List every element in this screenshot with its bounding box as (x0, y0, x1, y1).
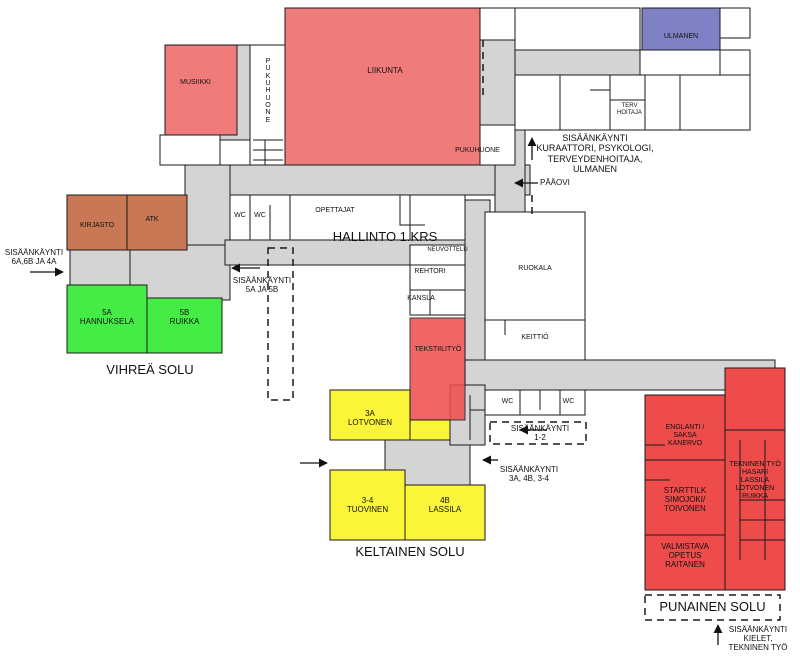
room-opettajat (289, 194, 426, 241)
label-keltainen-solu: KELTAINEN SOLU (355, 544, 465, 559)
room-label-wc3: WC (501, 398, 514, 405)
corridor-south-east (464, 359, 776, 391)
room-white-n2 (514, 7, 641, 51)
room-white-n4 (639, 49, 751, 76)
room-label-pukuhuone-vertical: P U K U H U O N E (265, 58, 271, 124)
room-starttilk (644, 459, 726, 536)
room-white-northwest (159, 134, 221, 166)
room-label-tekninen: TEKNINEN TYÖ HASARI LASSILA LOTVONEN RUI… (729, 461, 781, 501)
room-3a-ext (409, 419, 451, 441)
corridor-north (514, 49, 641, 76)
room-label-terv-hoitaja: TERV HOITAJA (617, 103, 642, 116)
room-5a (66, 284, 148, 354)
room-5b (146, 297, 223, 354)
room-label-neuvottelu: NEUVOTTELU (427, 247, 468, 253)
coloured-rooms (66, 7, 786, 591)
corridor-kirjasto (69, 249, 131, 286)
room-kansla (409, 289, 466, 316)
room-label-wc1: WC (234, 212, 246, 219)
room-musiikki (164, 44, 238, 136)
label-entrance-5a: SISÄÄNKÄYNTI 5A JA 5B (232, 276, 292, 295)
corridor-main-north (184, 164, 531, 196)
room-4b (404, 484, 486, 541)
room-label-kansla: KANSLA (407, 295, 435, 302)
room-label-pukuhuone: PUKUHUONE (455, 147, 500, 154)
room-label-tekstiilityo: TEKSTIILITYÖ (414, 346, 462, 353)
room-wc-south (484, 389, 586, 416)
entrance-dashes (267, 40, 781, 621)
room-ulmanen (641, 7, 721, 51)
room-label-5b: 5B RUIKKA (169, 308, 200, 327)
room-label-atk: ATK (145, 216, 159, 223)
label-punainen-solu: PUNAINEN SOLU (659, 599, 766, 614)
room-ruokala (484, 211, 586, 321)
label-vihrea-solu: VIHREÄ SOLU (106, 362, 194, 377)
entrance-arrows (30, 137, 723, 645)
room-label-5a: 5A HANNUKSELA (79, 308, 135, 327)
room-3a (329, 389, 411, 441)
label-hallinto: HALLINTO 1.KRS (332, 229, 438, 244)
room-label-3-4: 3-4 TUOVINEN (346, 496, 389, 515)
room-label-valmistava: VALMISTAVA OPETUS RAITANEN (661, 542, 709, 570)
entrance-5a-5b-door (267, 247, 294, 401)
label-entrance-3a: SISÄÄNKÄYNTI 3A, 4B, 3-4 (499, 465, 559, 484)
interior-walls (249, 38, 785, 560)
room-label-rehtori: REHTORI (414, 268, 446, 275)
white-rooms (159, 7, 751, 416)
room-label-3a: 3A LOTVONEN (347, 409, 392, 428)
room-label-opettajat: OPETTAJAT (315, 207, 355, 214)
room-label-musiikki: MUSIIKKI (180, 79, 211, 86)
corridor-liikunta-east (479, 39, 516, 136)
room-label-englanti: ENGLANTI / SAKSA KANERVO (665, 424, 705, 448)
label-entrance-1-2: SISÄÄNKÄYNTI 1-2 (510, 424, 570, 443)
room-pukuhuone-vertical (249, 44, 286, 166)
label-paaovi: PÄÄOVI (540, 178, 570, 187)
room-label-starttilk: STARTTILK SIMOJOKI/ TOIVONEN (663, 486, 707, 514)
room-englanti (644, 394, 726, 461)
room-keittio (484, 319, 586, 361)
room-label-ulmanen: ULMANEN (663, 33, 699, 40)
room-valmistava (644, 534, 726, 591)
label-entrance-kuraattori: SISÄÄNKÄYNTI KURAATTORI, PSYKOLOGI, TERV… (536, 133, 654, 175)
room-label-4b: 4B LASSILA (428, 496, 462, 515)
room-label-wc2: WC (254, 212, 266, 219)
room-tekstiilityo (409, 317, 466, 421)
room-liikunta (284, 7, 481, 166)
room-hallinto-small (409, 194, 466, 241)
entrance-punainen-door (644, 594, 781, 621)
room-white-n3 (719, 7, 751, 39)
room-rehtori (409, 264, 466, 291)
room-label-kirjasto: KIRJASTO (79, 222, 115, 229)
label-entrance-kielet: SISÄÄNKÄYNTI KIELET, TEKNINEN TYÖ (728, 625, 788, 653)
room-label-liikunta: LIIKUNTA (367, 66, 403, 75)
room-white-n1 (479, 7, 516, 41)
room-label-ruokala: RUOKALA (518, 265, 552, 272)
room-label-wc4: WC (562, 398, 575, 405)
corridors (69, 39, 776, 486)
entrance-1-2-door (489, 421, 587, 445)
room-atk (126, 194, 188, 251)
room-label-keittio: KEITTIÖ (521, 334, 549, 341)
label-entrance-6a: SISÄÄNKÄYNTI 6A,6B JA 4A (4, 248, 64, 267)
room-kirjasto (66, 194, 128, 251)
room-white-ulmanen-area (514, 74, 751, 131)
room-wc-block (229, 194, 291, 241)
